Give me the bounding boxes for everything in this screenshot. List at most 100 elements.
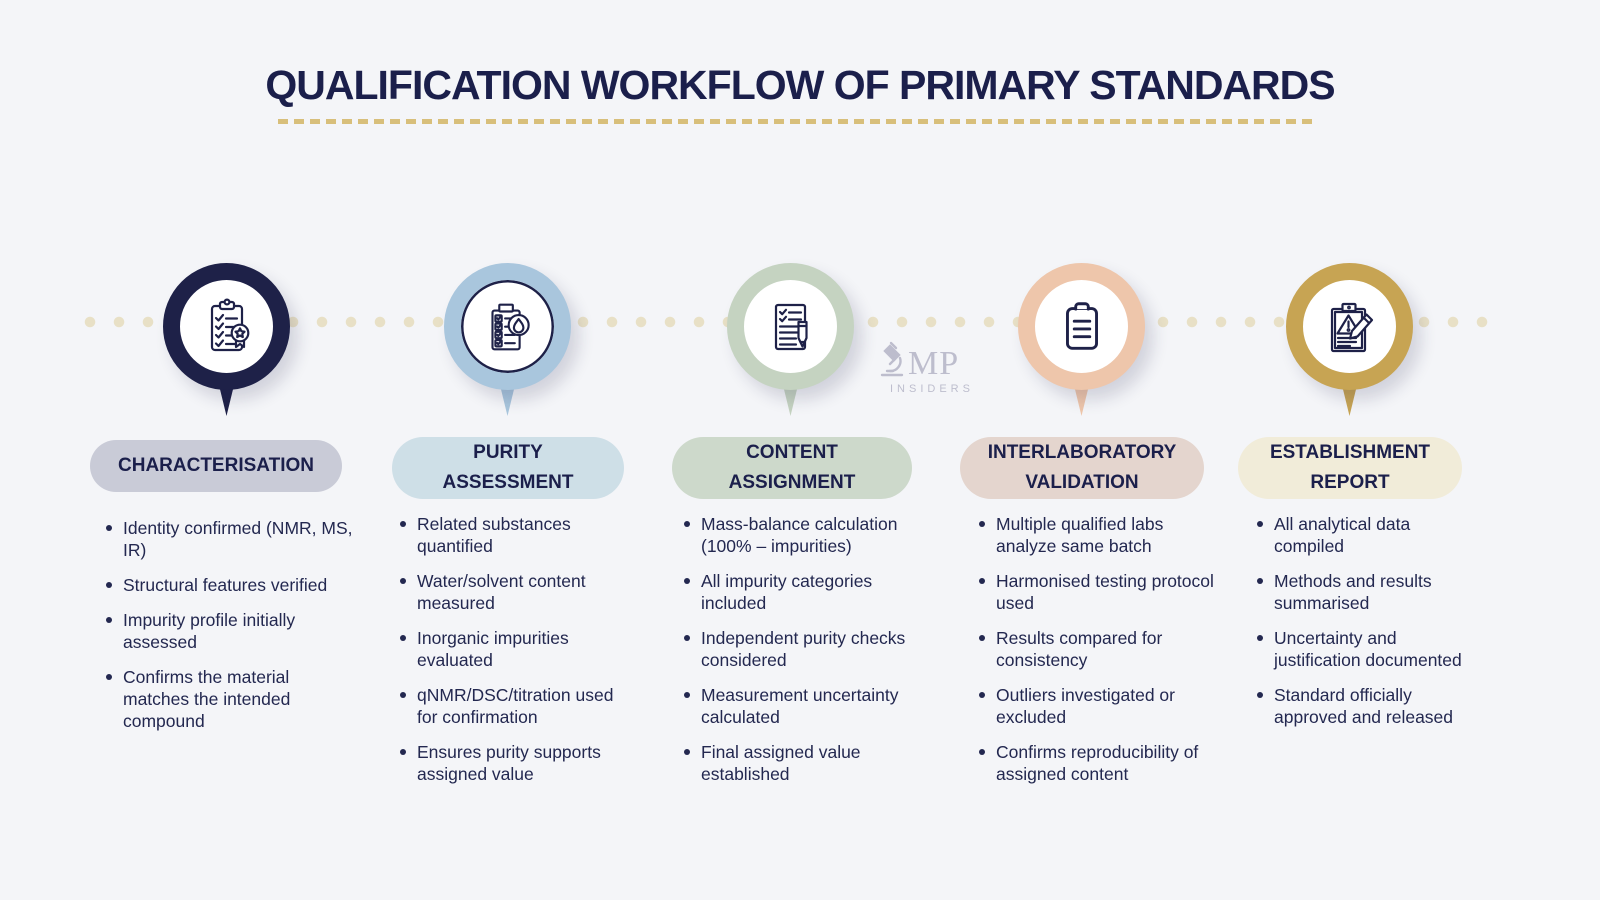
bullet-dot	[400, 578, 406, 584]
list-item: Identity confirmed (NMR, MS, IR)	[103, 517, 358, 561]
list-item: Water/solvent content measured	[397, 570, 635, 614]
bullet-text: Standard officially approved and release…	[1274, 685, 1454, 727]
bullet-list-characterisation: Identity confirmed (NMR, MS, IR) Structur…	[103, 517, 358, 745]
list-item: Related substances quantified	[397, 513, 635, 557]
bullet-dot	[979, 635, 985, 641]
bullet-text: Uncertainty and justification documented	[1274, 628, 1462, 670]
bullet-dot	[106, 617, 112, 623]
bullet-dot	[400, 635, 406, 641]
microscope-icon	[880, 341, 904, 377]
bullet-list-interlaboratory-validation: Multiple qualified labs analyze same bat…	[976, 513, 1221, 798]
stage-pill-establishment-report: ESTABLISHMENT REPORT	[1238, 437, 1462, 499]
list-item: Standard officially approved and release…	[1254, 684, 1479, 728]
list-item: Inorganic impurities evaluated	[397, 627, 635, 671]
bullet-dot	[684, 635, 690, 641]
bullet-text: Related substances quantified	[417, 514, 571, 556]
clipboard-lines-icon	[1065, 301, 1098, 350]
title-underline-dashes	[278, 119, 1316, 124]
stage-marker-characterisation	[163, 263, 290, 421]
bullet-dot	[684, 578, 690, 584]
bullet-text: Measurement uncertainty calculated	[701, 685, 899, 727]
bullet-text: Structural features verified	[123, 575, 328, 595]
bullet-text: Independent purity checks considered	[701, 628, 906, 670]
bullet-dot	[1257, 692, 1263, 698]
bullet-dot	[106, 582, 112, 588]
bullet-dot	[106, 525, 112, 531]
marker-circle	[163, 263, 290, 390]
list-item: Outliers investigated or excluded	[976, 684, 1221, 728]
bullet-text: Multiple qualified labs analyze same bat…	[996, 514, 1164, 556]
bullet-text: All impurity categories included	[701, 571, 873, 613]
bullet-text: Inorganic impurities evaluated	[417, 628, 569, 670]
bullet-dot	[106, 674, 112, 680]
list-item: All analytical data compiled	[1254, 513, 1479, 557]
bullet-dot	[684, 521, 690, 527]
bullet-dot	[400, 749, 406, 755]
bullet-text: Outliers investigated or excluded	[996, 685, 1175, 727]
bullet-list-content-assignment: Mass-balance calculation (100% – impurit…	[681, 513, 921, 798]
list-item: Methods and results summarised	[1254, 570, 1479, 614]
bullet-dot	[684, 692, 690, 698]
stage-pill-interlaboratory-validation: INTERLABORATORY VALIDATION	[960, 437, 1204, 499]
clipboard-droplet-icon	[490, 303, 530, 350]
list-item: All impurity categories included	[681, 570, 921, 614]
clipboard-checklist-award-icon	[210, 297, 249, 351]
list-item: Results compared for consistency	[976, 627, 1221, 671]
bullet-dot	[979, 749, 985, 755]
watermark-brand: MP	[908, 345, 960, 382]
stage-marker-interlaboratory-validation	[1018, 263, 1145, 421]
bullet-dot	[979, 692, 985, 698]
bullet-text: Identity confirmed (NMR, MS, IR)	[123, 518, 353, 560]
bullet-text: Ensures purity supports assigned value	[417, 742, 601, 784]
page-title: QUALIFICATION WORKFLOW OF PRIMARY STANDA…	[265, 62, 1335, 108]
stage-pill-characterisation: CHARACTERISATION	[90, 440, 342, 492]
list-item: qNMR/DSC/titration used for confirmation	[397, 684, 635, 728]
watermark: MP INSIDERS	[878, 341, 974, 395]
bullet-text: Harmonised testing protocol used	[996, 571, 1214, 613]
bullet-text: Mass-balance calculation (100% – impurit…	[701, 514, 898, 556]
bullet-dot	[684, 749, 690, 755]
marker-circle	[1018, 263, 1145, 390]
bullet-dot	[979, 521, 985, 527]
list-item: Measurement uncertainty calculated	[681, 684, 921, 728]
bullet-dot	[979, 578, 985, 584]
list-item: Independent purity checks considered	[681, 627, 921, 671]
clipboard-warning-pencil-icon	[1330, 302, 1373, 352]
bullet-text: Confirms the material matches the intend…	[123, 667, 291, 731]
marker-circle	[444, 263, 571, 390]
list-item: Structural features verified	[103, 574, 358, 596]
bullet-text: Confirms reproducibility of assigned con…	[996, 742, 1199, 784]
list-item: Final assigned value established	[681, 741, 921, 785]
list-item: Uncertainty and justification documented	[1254, 627, 1479, 671]
list-item: Impurity profile initially assessed	[103, 609, 358, 653]
bullet-dot	[1257, 578, 1263, 584]
bullet-text: Impurity profile initially assessed	[123, 610, 296, 652]
bullet-text: All analytical data compiled	[1274, 514, 1411, 556]
stage-marker-establishment-report	[1286, 263, 1413, 421]
bullet-text: Results compared for consistency	[996, 628, 1163, 670]
bullet-text: Final assigned value established	[701, 742, 861, 784]
document-pencil-icon	[774, 303, 808, 350]
marker-circle	[1286, 263, 1413, 390]
list-item: Confirms the material matches the intend…	[103, 666, 358, 732]
list-item: Harmonised testing protocol used	[976, 570, 1221, 614]
list-item: Multiple qualified labs analyze same bat…	[976, 513, 1221, 557]
stage-pill-content-assignment: CONTENT ASSIGNMENT	[672, 437, 912, 499]
stage-pill-purity-assessment: PURITY ASSESSMENT	[392, 437, 624, 499]
bullet-dot	[1257, 635, 1263, 641]
bullet-dot	[400, 692, 406, 698]
bullet-dot	[1257, 521, 1263, 527]
bullet-text: Water/solvent content measured	[417, 571, 586, 613]
list-item: Mass-balance calculation (100% – impurit…	[681, 513, 921, 557]
bullet-dot	[400, 521, 406, 527]
list-item: Confirms reproducibility of assigned con…	[976, 741, 1221, 785]
stage-marker-purity-assessment	[444, 263, 571, 421]
list-item: Ensures purity supports assigned value	[397, 741, 635, 785]
bullet-text: Methods and results summarised	[1274, 571, 1432, 613]
bullet-text: qNMR/DSC/titration used for confirmation	[417, 685, 614, 727]
stage-marker-content-assignment	[727, 263, 854, 421]
watermark-subtitle: INSIDERS	[890, 383, 974, 395]
